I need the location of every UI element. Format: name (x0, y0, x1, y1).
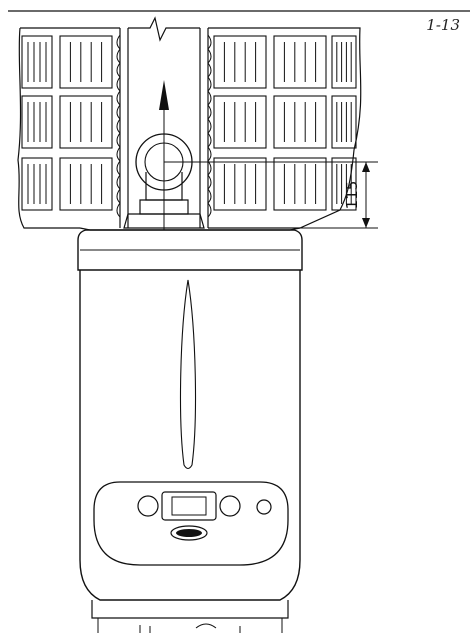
brick-wall (17, 27, 362, 229)
brick (59, 35, 113, 89)
dimension-115: 115 (164, 161, 378, 229)
brick (331, 95, 357, 149)
brick (213, 157, 267, 211)
brick (21, 95, 53, 149)
brick (213, 35, 267, 89)
brick (331, 157, 357, 211)
arrow-up-icon (159, 80, 169, 230)
brick (331, 35, 357, 89)
brick (21, 35, 53, 89)
brick (59, 157, 113, 211)
dimension-value: 115 (343, 181, 361, 210)
brick (21, 157, 53, 211)
brick (59, 95, 113, 149)
figure-number: 1-13 (426, 16, 460, 34)
flue-pipe (116, 16, 212, 229)
brick (213, 95, 267, 149)
brick (273, 95, 327, 149)
brick (273, 35, 327, 89)
bricks-left (21, 35, 113, 211)
bricks-right (213, 35, 357, 211)
brick (273, 157, 327, 211)
boiler-icon (77, 227, 303, 633)
